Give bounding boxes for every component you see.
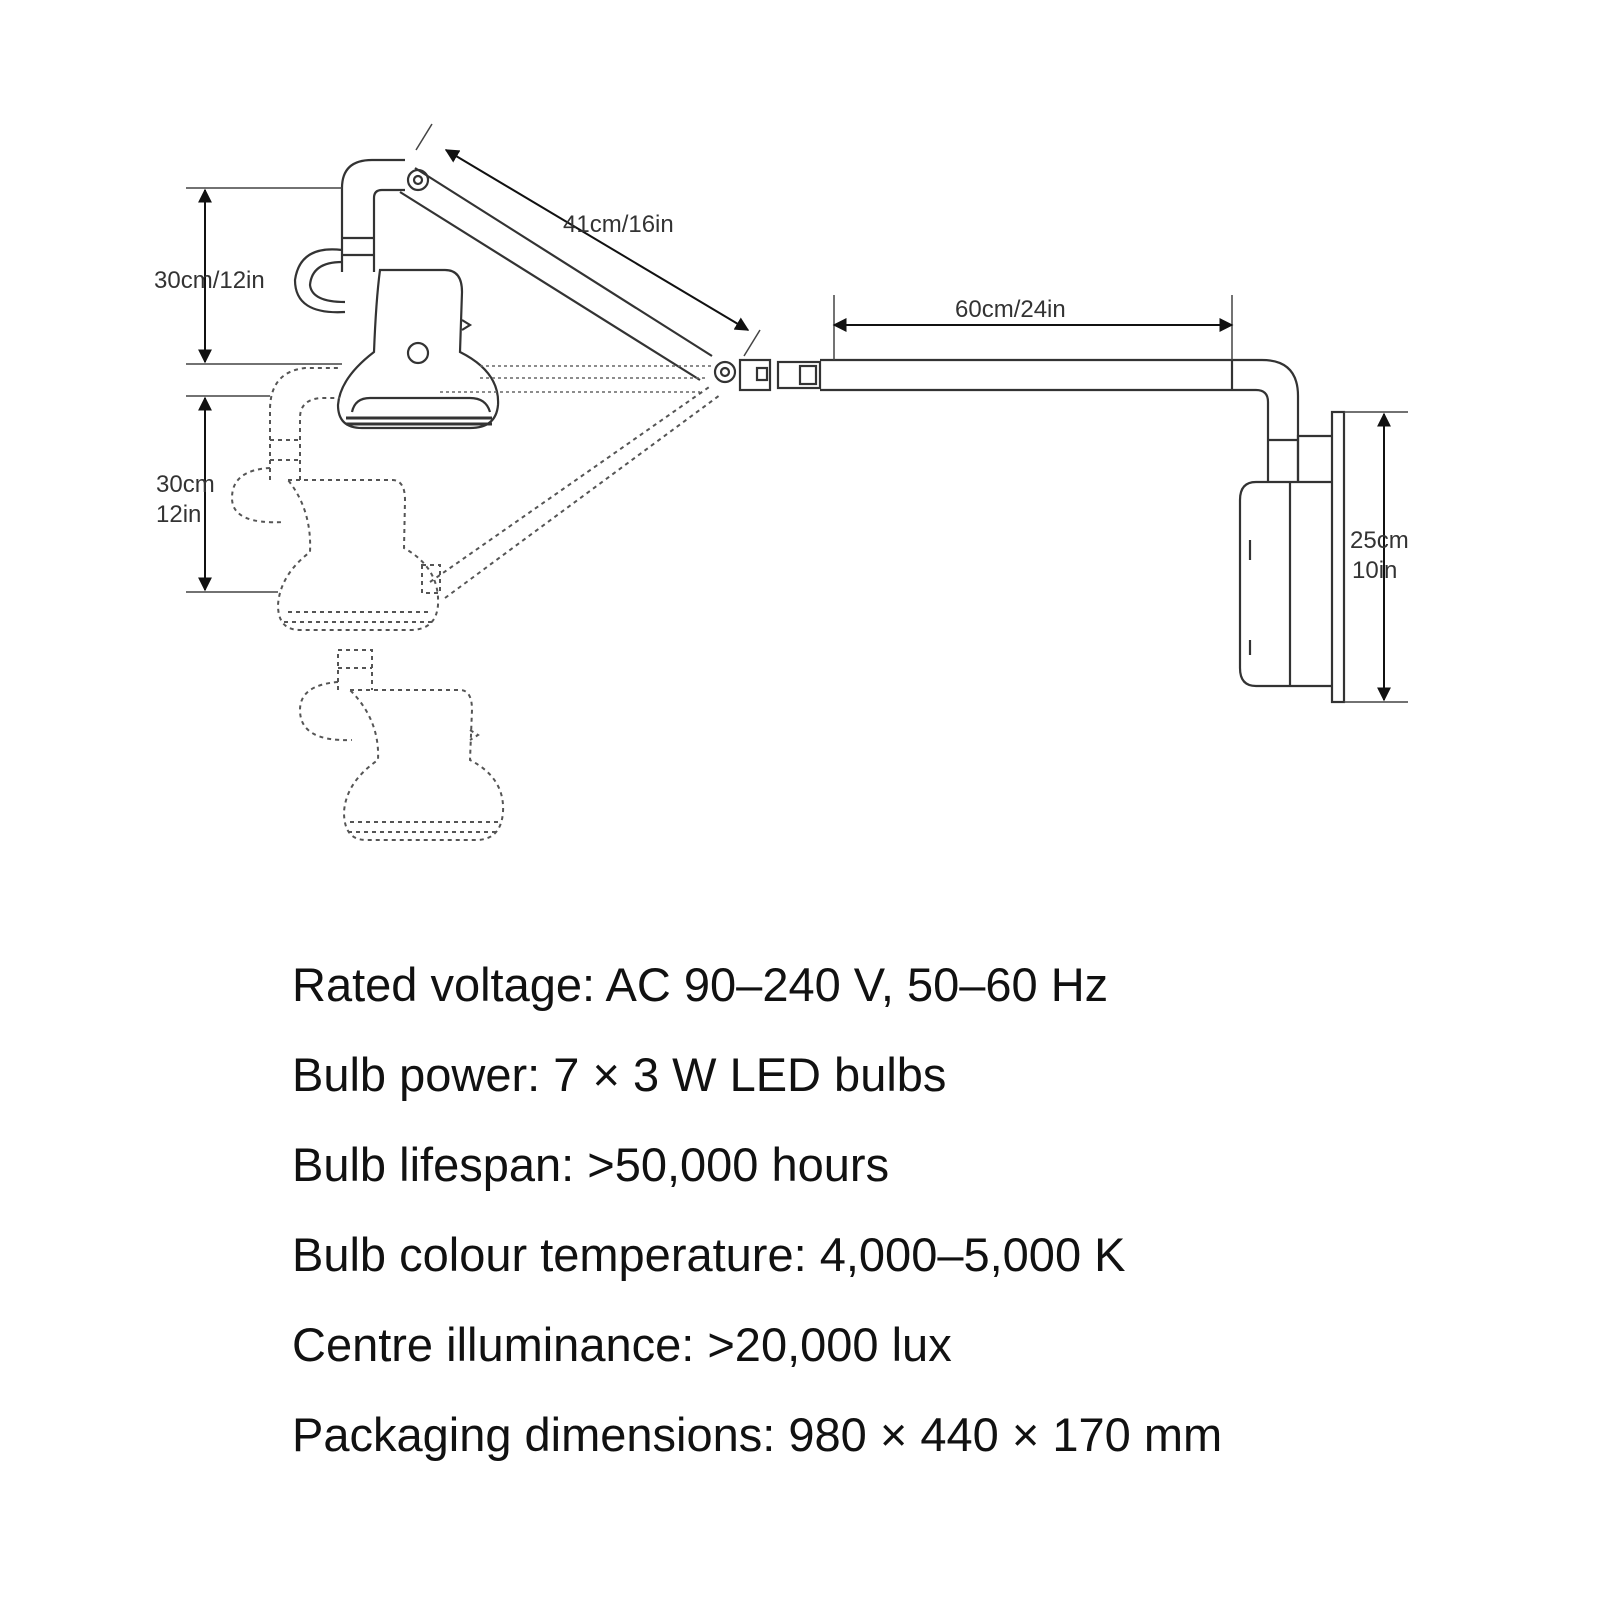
dimension-labels: 41cm/16in 60cm/24in 30cm/12in 30cm 12in … <box>154 211 1409 584</box>
label-lower-height-cm: 30cm <box>156 471 215 498</box>
lamp-head-icon <box>336 268 500 430</box>
lamp-dimension-diagram: 41cm/16in 60cm/24in 30cm/12in 30cm 12in … <box>154 123 1409 841</box>
spec-bulb-lifespan: Bulb lifespan: >50,000 hours <box>292 1138 890 1191</box>
lamp-middle-ghost <box>230 367 721 631</box>
wall-mount-icon <box>1238 410 1346 704</box>
lamp-upper <box>293 158 822 430</box>
label-upper-height: 30cm/12in <box>154 267 265 294</box>
label-lower-height-in: 12in <box>156 501 201 528</box>
reference-guide-lines <box>440 365 712 393</box>
spec-colour-temperature: Bulb colour temperature: 4,000–5,000 K <box>292 1228 1126 1281</box>
label-base-height-cm: 25cm <box>1350 527 1409 554</box>
spec-packaging-dimensions: Packaging dimensions: 980 × 440 × 170 mm <box>292 1408 1223 1461</box>
arrow-icon <box>444 149 750 331</box>
label-extension-length: 60cm/24in <box>955 296 1066 323</box>
spec-rated-voltage: Rated voltage: AC 90–240 V, 50–60 Hz <box>292 958 1109 1011</box>
label-base-height-in: 10in <box>1352 557 1397 584</box>
spec-centre-illuminance: Centre illuminance: >20,000 lux <box>292 1318 952 1371</box>
lamp-lower-ghost <box>298 649 505 841</box>
extension-arm <box>820 358 1300 482</box>
specification-list: Rated voltage: AC 90–240 V, 50–60 Hz Bul… <box>292 940 1222 1480</box>
dimension-lines <box>186 123 1408 703</box>
spec-bulb-power: Bulb power: 7 × 3 W LED bulbs <box>292 1048 947 1101</box>
label-arm-length: 41cm/16in <box>563 211 674 238</box>
